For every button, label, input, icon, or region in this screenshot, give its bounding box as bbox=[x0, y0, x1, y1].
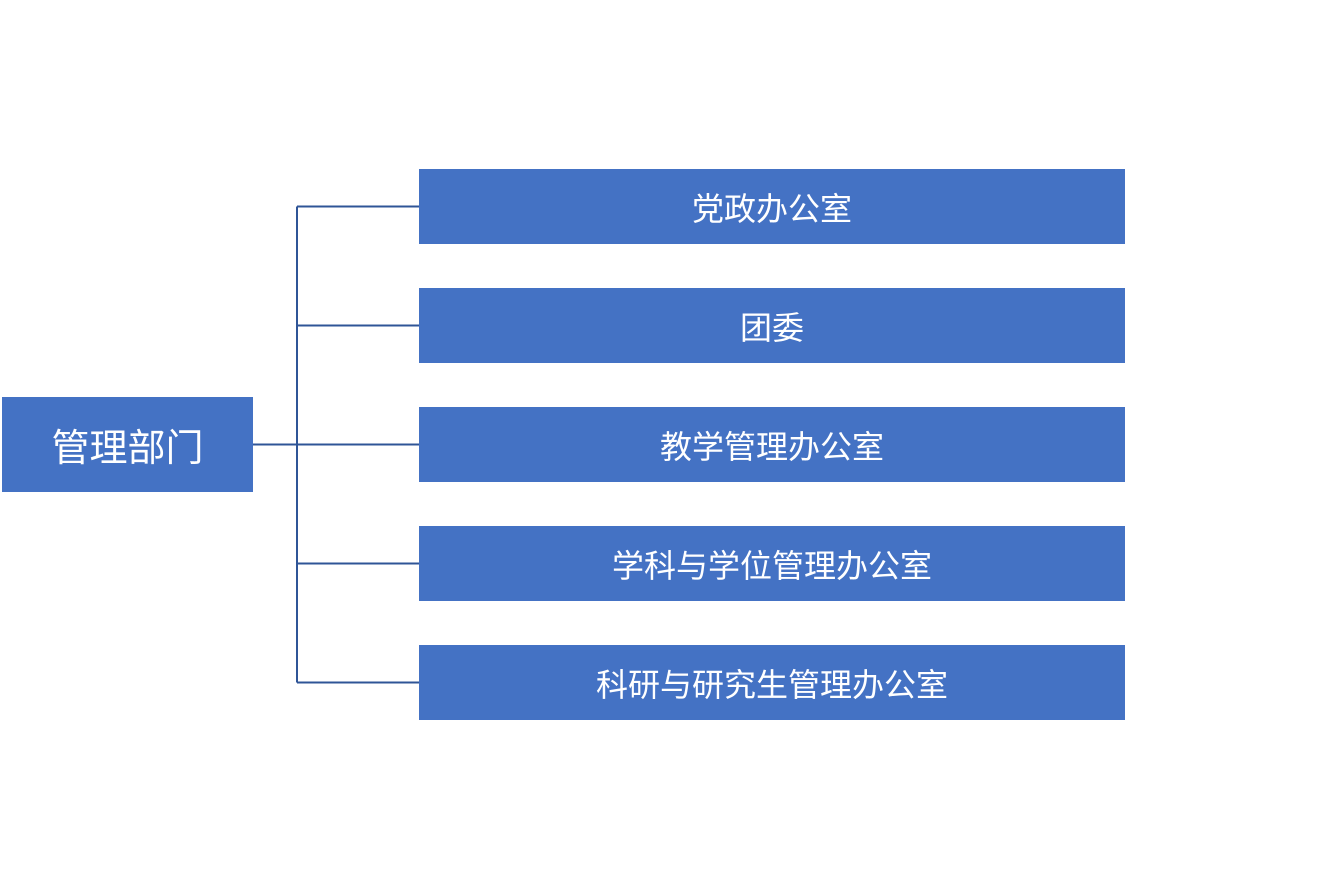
child-node-party-office: 党政办公室 bbox=[419, 169, 1125, 244]
root-node: 管理部门 bbox=[2, 397, 253, 492]
child-node-research-office: 科研与研究生管理办公室 bbox=[419, 645, 1125, 720]
child-node-label: 教学管理办公室 bbox=[659, 427, 884, 466]
child-node-discipline-office: 学科与学位管理办公室 bbox=[419, 526, 1125, 601]
child-node-label: 科研与研究生管理办公室 bbox=[595, 665, 948, 704]
child-node-label: 学科与学位管理办公室 bbox=[611, 546, 932, 585]
child-node-youth-league: 团委 bbox=[419, 288, 1125, 363]
child-node-label: 党政办公室 bbox=[691, 189, 852, 228]
child-node-teaching-office: 教学管理办公室 bbox=[419, 407, 1125, 482]
root-node-label: 管理部门 bbox=[51, 426, 204, 470]
child-node-label: 团委 bbox=[739, 308, 804, 347]
